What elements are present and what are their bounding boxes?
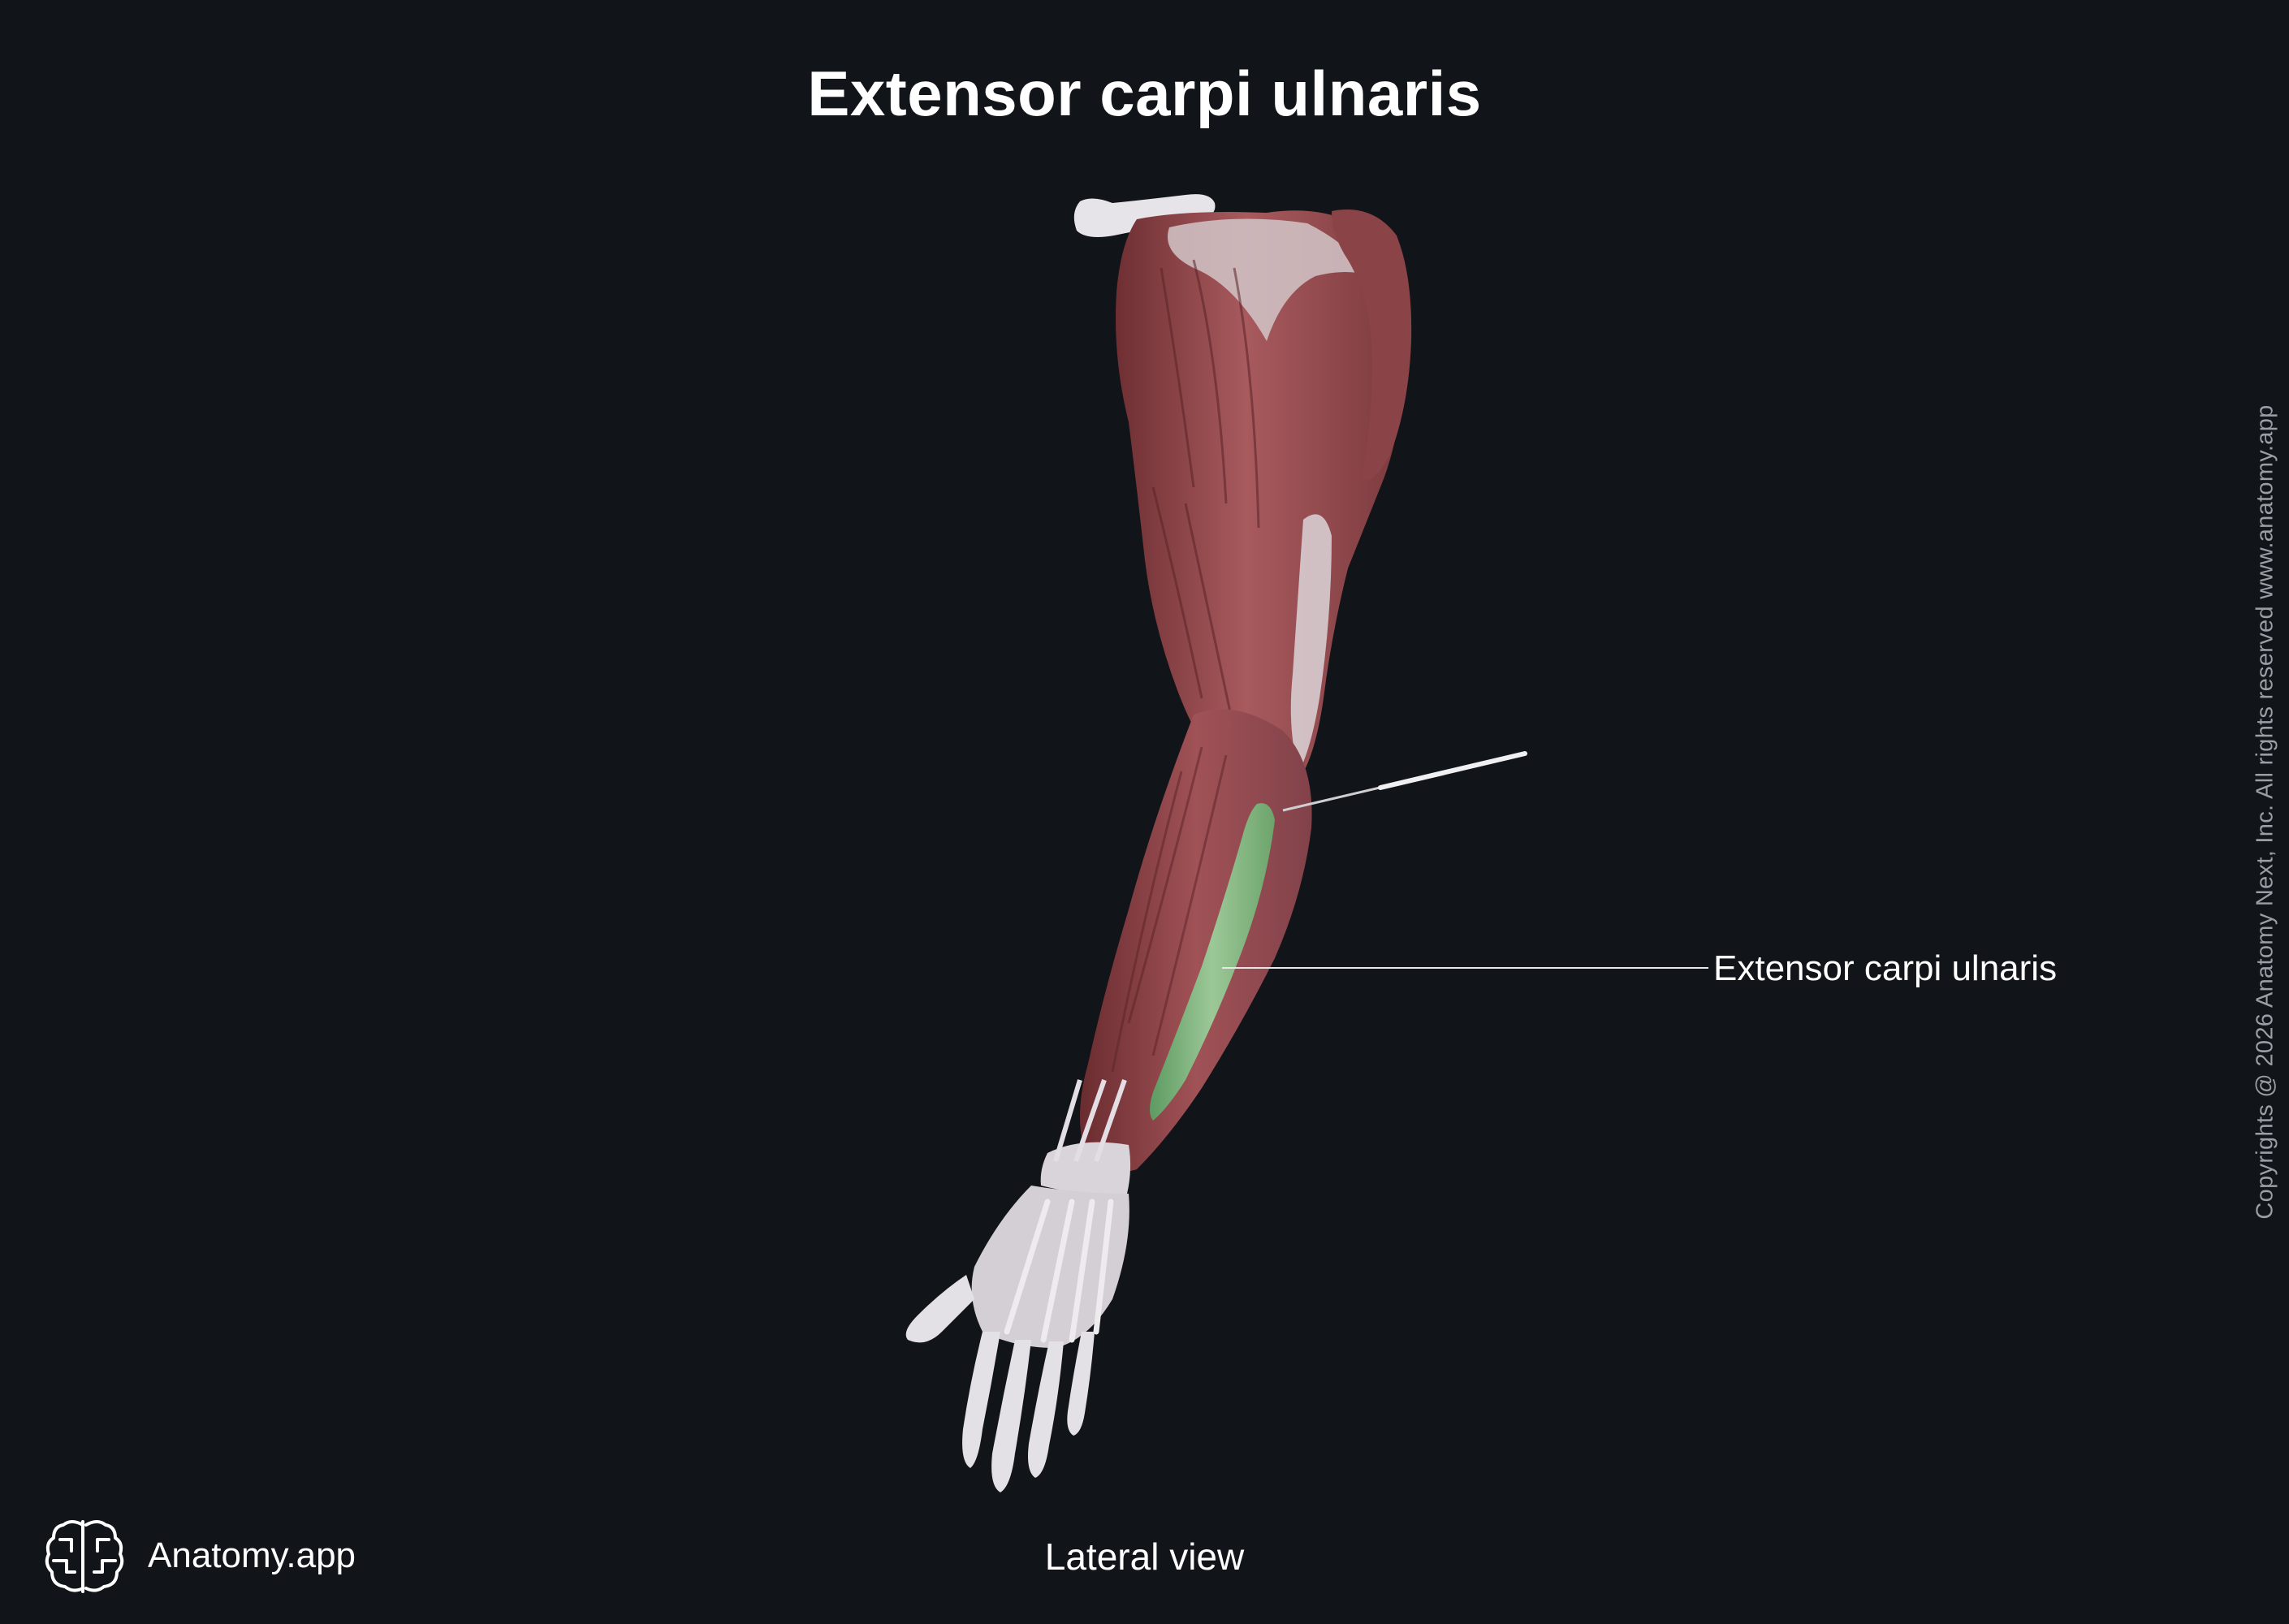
- clavicle-bone: [1073, 194, 1216, 237]
- fingers: [905, 1275, 1095, 1492]
- extensor-carpi-ulnaris-muscle: [1150, 803, 1275, 1121]
- extensor-retinaculum: [1040, 1142, 1131, 1195]
- upper-arm-muscles: [1116, 210, 1406, 788]
- triceps-tendon: [1290, 514, 1332, 771]
- needle-handle: [1378, 751, 1527, 790]
- deltoid-tendon: [1168, 218, 1372, 341]
- label-extensor-carpi-ulnaris: Extensor carpi ulnaris: [1713, 948, 2058, 988]
- scapular-muscles: [1332, 209, 1412, 481]
- wrist-tendons: [1053, 1079, 1127, 1162]
- brand[interactable]: Anatomy.app: [42, 1515, 356, 1596]
- finger-tendons: [1004, 1199, 1114, 1343]
- brand-name: Anatomy.app: [148, 1535, 356, 1575]
- page-title: Extensor carpi ulnaris: [807, 58, 1482, 129]
- forearm-fibers: [1111, 746, 1228, 1073]
- upper-arm-fibers: [1151, 259, 1260, 732]
- view-caption: Lateral view: [1044, 1535, 1245, 1578]
- copyright-notice: Copyrights @ 2026 Anatomy Next, Inc. All…: [2252, 404, 2278, 1220]
- brain-logo-icon: [45, 1520, 124, 1593]
